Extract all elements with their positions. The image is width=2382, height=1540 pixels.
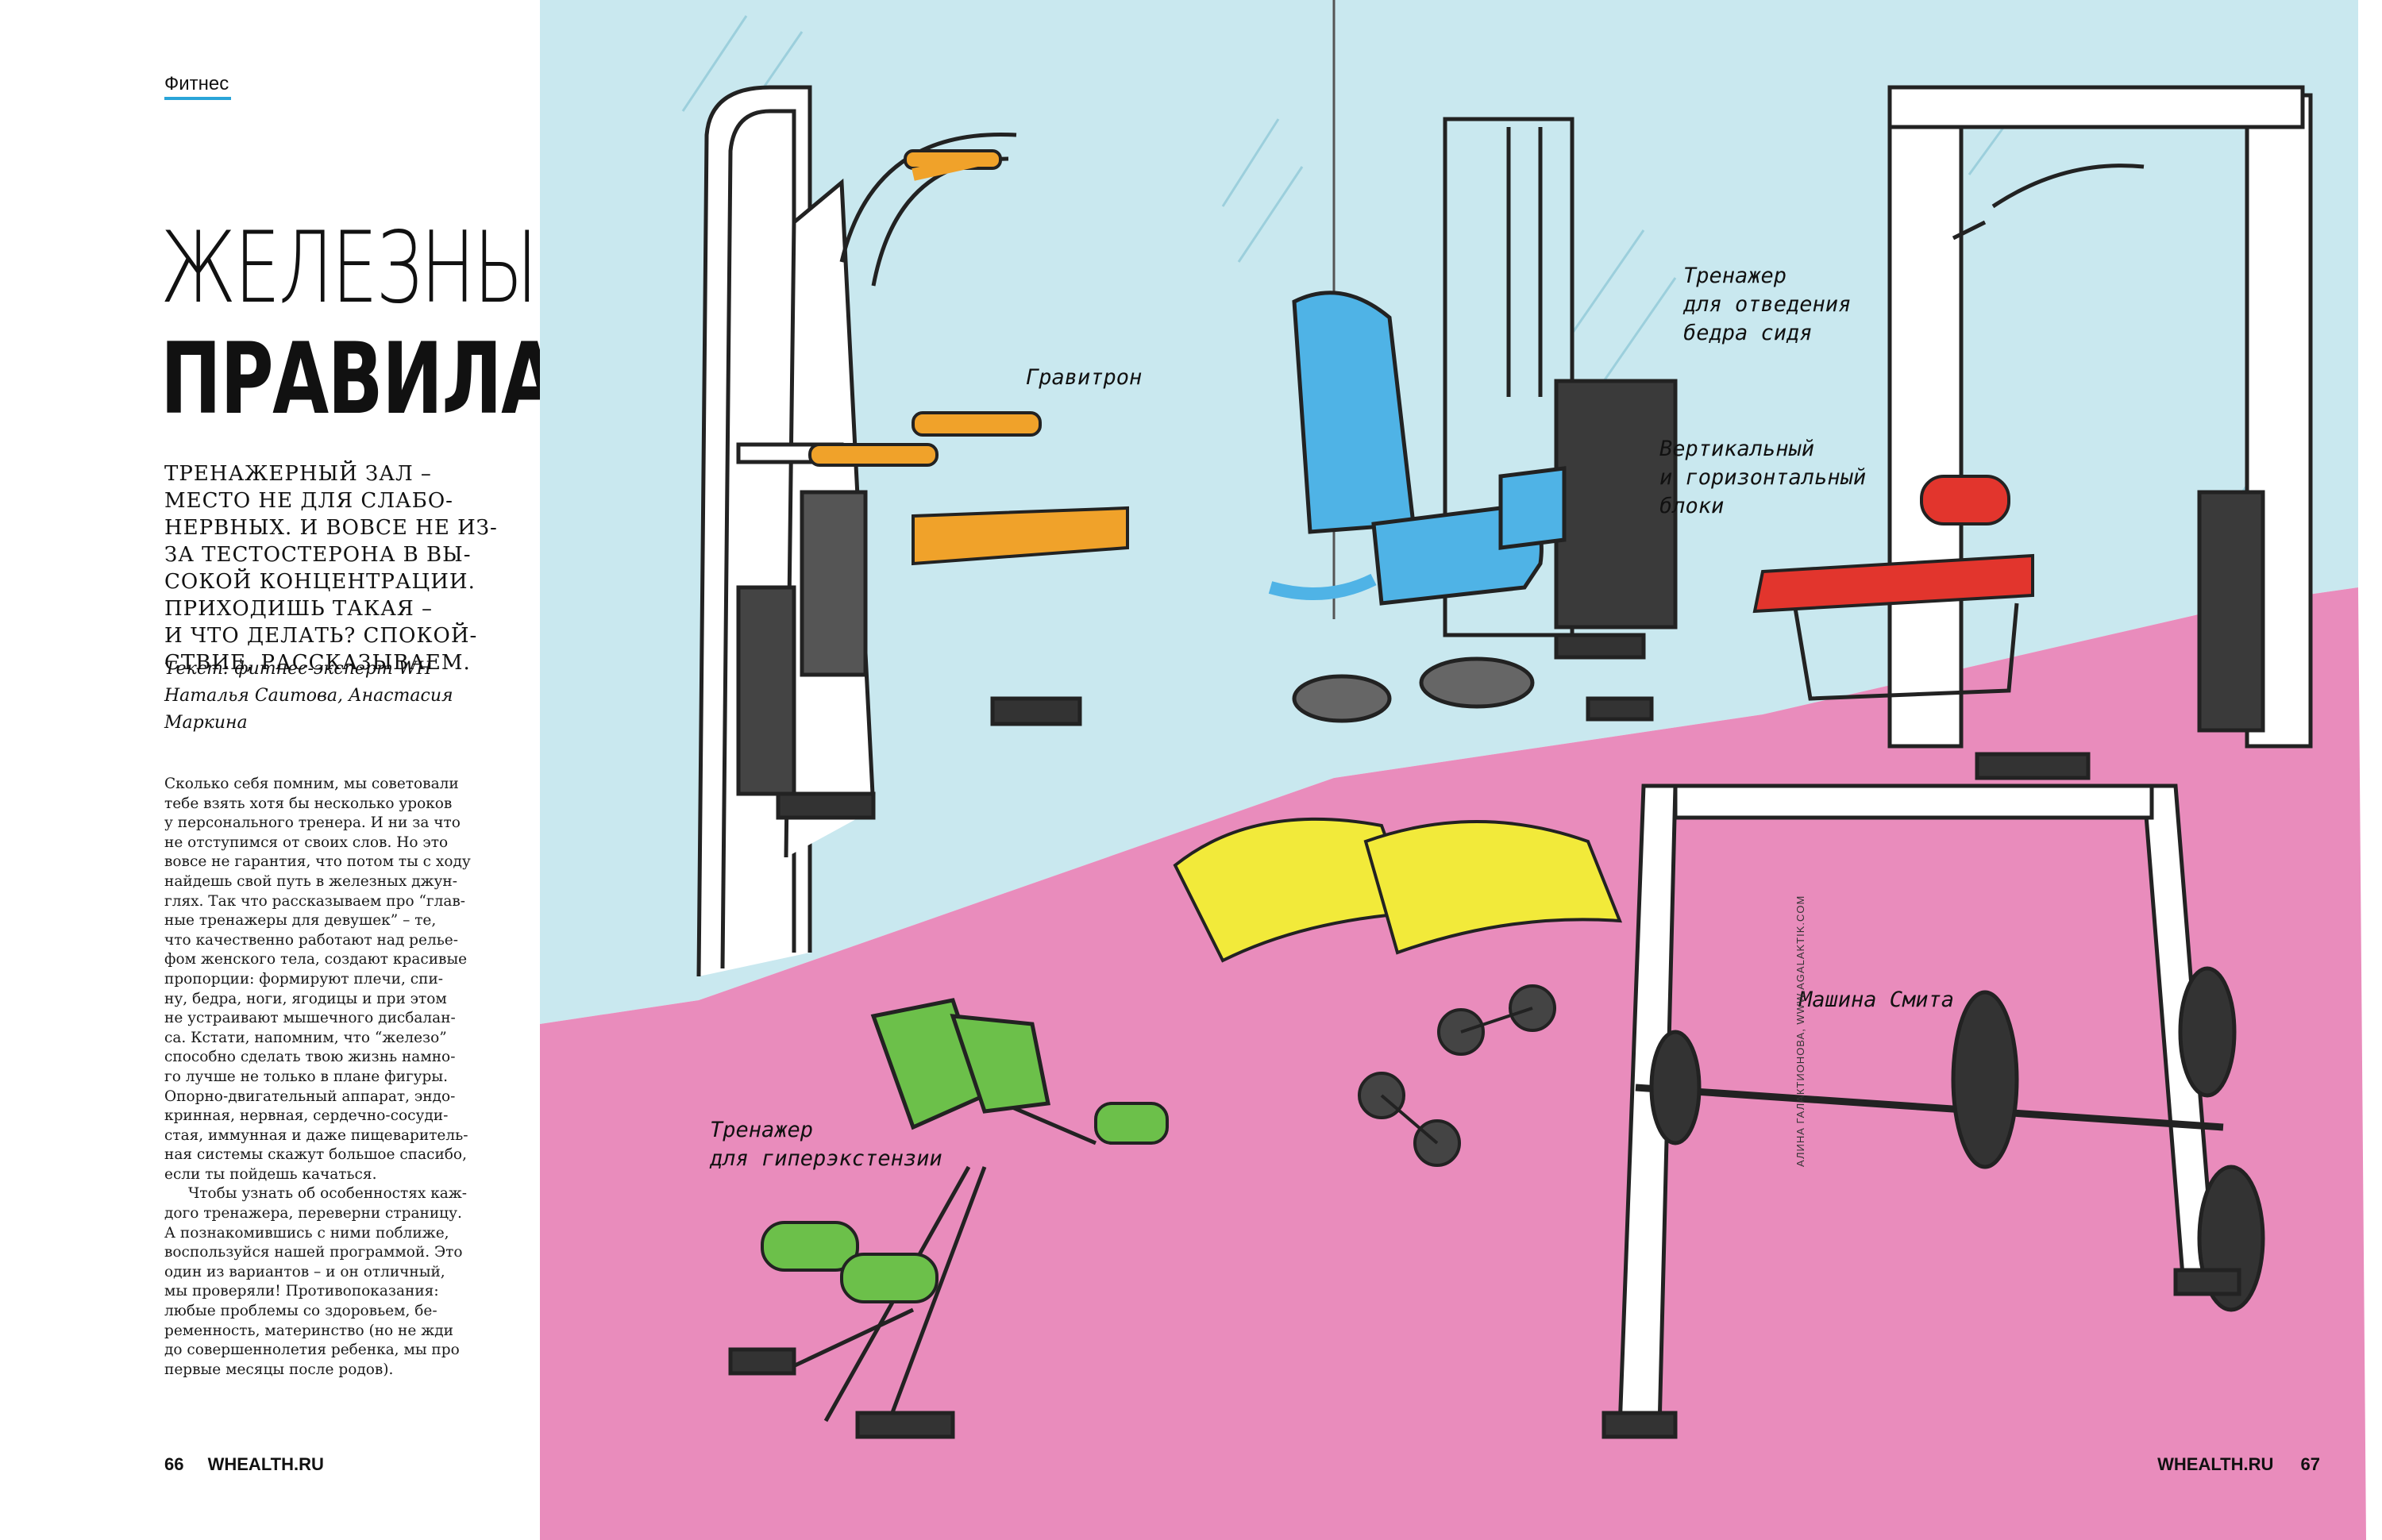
body-line: ременность, материнство (но не жди (164, 1322, 453, 1339)
section-tag: Фитнес (164, 73, 229, 94)
headline-line-2: ПРАВИЛА (160, 322, 557, 437)
label-cable-blocks: Вертикальный и горизонтальный блоки (1659, 435, 1866, 521)
body-line: Опорно-двигательный аппарат, эндо- (164, 1088, 456, 1105)
gravitron-top-grip (912, 152, 986, 181)
label-line: Тренажер (710, 1118, 814, 1142)
dumbbell (1358, 1072, 1461, 1167)
label-line: для отведения (1683, 292, 1852, 317)
lead-line: СТВИЕ, РАССКАЗЫВАЕМ. (164, 651, 471, 675)
folio-left: 66 WHEALTH.RU (164, 1454, 324, 1475)
lead-line: НЕРВНЫХ. И ВОВСЕ НЕ ИЗ- (164, 516, 498, 540)
lead-line: ЗА ТЕСТОСТЕРОНА В ВЫ- (164, 543, 472, 567)
cable-roller-pad (1920, 475, 2010, 526)
body-line: са. Кстати, напомним, что “железо” (164, 1029, 447, 1046)
yellow-band (1363, 820, 1623, 955)
credit-line: Наталья Саитова, Анастасия (164, 686, 453, 706)
body-line: кринная, нервная, сердечно-сосуди- (164, 1107, 449, 1125)
left-page: Фитнес ЖЕЛЕЗНЫЕ ПРАВИЛА ТРЕНАЖЕРНЫЙ ЗАЛ … (0, 0, 582, 1540)
folio-right: WHEALTH.RU 67 (2157, 1454, 2320, 1475)
hyper-ankle-roller (761, 1221, 859, 1272)
illustration-page: Гравитрон Тренажер для отведения бедра с… (540, 0, 2382, 1540)
floor (540, 587, 2366, 1540)
label-hip-abduction: Тренажер для отведения бедра сидя (1683, 262, 1851, 348)
body-line: найдешь свой путь в железных джун- (164, 872, 458, 890)
body-line: стая, иммунная и даже пищеваритель- (164, 1126, 468, 1144)
label-line: и горизонтальный (1659, 465, 1867, 490)
hyperextension-bench (728, 1093, 1097, 1439)
body-line: ные тренажеры для девушек” – те, (164, 912, 437, 930)
hyper-hip-pad (950, 1014, 1050, 1114)
body-line: Сколько себя помним, мы советовали (164, 776, 459, 792)
gym-illustration (540, 0, 2382, 1540)
credit-line: Маркина (164, 713, 248, 733)
label-line: Вертикальный (1659, 437, 1815, 461)
body-line: вовсе не гарантия, что потом ты с ходу (164, 853, 471, 871)
body-line: Чтобы узнать об особенностях каж- (188, 1185, 468, 1203)
hip-abduction-machine (1292, 117, 1678, 723)
body-line: глях. Так что рассказываем про “глав- (164, 892, 466, 910)
body-line: воспользуйся нашей программой. Это (164, 1244, 463, 1261)
page-number: 67 (2300, 1454, 2320, 1474)
hyper-ankle-roller (840, 1253, 939, 1303)
author-credit: Текст: фитнес-эксперт WH Наталья Саитова… (164, 656, 506, 737)
gravitron-handle-orange (912, 411, 1042, 437)
lead-line: МЕСТО НЕ ДЛЯ СЛАБО- (164, 489, 453, 513)
body-line: фом женского тела, создают красивые (164, 951, 468, 968)
dumbbell (1437, 984, 1556, 1056)
illustrator-credit: АЛИНА ГАЛАКТИОНОВА, WWW.AGALAKTIK.COM (1794, 895, 1806, 1167)
cable-blocks-machine (1792, 85, 2313, 780)
body-line: способно сделать твою жизнь намно- (164, 1049, 456, 1066)
body-text: Сколько себя помним, мы советовали тебе … (164, 775, 514, 1380)
body-line: пропорции: формируют плечи, спи- (164, 970, 444, 988)
label-line: Тренажер (1683, 264, 1787, 288)
body-line: А познакомившись с ними поближе, (164, 1224, 449, 1242)
headline-line-1: ЖЕЛЕЗНЫЕ (160, 211, 582, 325)
section-rule (164, 97, 231, 100)
lead-line: СОКОЙ КОНЦЕНТРАЦИИ. (164, 570, 476, 594)
cable-bench-pad (1752, 553, 2034, 614)
body-line: мы проверяли! Противопоказания: (164, 1283, 439, 1300)
body-line: дого тренажера, переверни страницу. (164, 1205, 462, 1222)
body-line: тебе взять хотя бы несколько уроков (164, 795, 453, 812)
abduction-back-pad (1292, 291, 1416, 534)
gravitron-handle-orange (808, 443, 939, 467)
body-line: до совершеннолетия ребенка, мы про (164, 1342, 460, 1359)
body-line: что качественно работают над релье- (164, 931, 458, 949)
page-number: 66 (164, 1454, 184, 1474)
label-smith-machine: Машина Смита (1799, 988, 1955, 1012)
lead-paragraph: ТРЕНАЖЕРНЫЙ ЗАЛ – МЕСТО НЕ ДЛЯ СЛАБО- НЕ… (164, 460, 514, 676)
credit-line: Текст: фитнес-эксперт WH (164, 659, 432, 679)
body-line: ну, бедра, ноги, ягодицы и при этом (164, 990, 447, 1007)
label-hyperextension: Тренажер для гиперэкстензии (710, 1116, 942, 1173)
label-gravitron: Гравитрон (1026, 365, 1143, 390)
body-line: ная системы скажут большое спасибо, (164, 1146, 467, 1164)
lead-line: И ЧТО ДЕЛАТЬ? СПОКОЙ- (164, 624, 478, 648)
lead-line: ТРЕНАЖЕРНЫЙ ЗАЛ – (164, 462, 432, 486)
body-line: первые месяцы после родов). (164, 1361, 394, 1378)
label-line: блоки (1659, 494, 1725, 518)
site-name: WHEALTH.RU (2157, 1454, 2274, 1474)
abduction-handle (1268, 573, 1377, 600)
body-line: любые проблемы со здоровьем, бе- (164, 1303, 437, 1320)
gravitron-machine (696, 85, 1082, 977)
body-line: один из вариантов – и он отличный, (164, 1263, 445, 1280)
lead-line: ПРИХОДИШЬ ТАКАЯ – (164, 597, 434, 621)
body-line: го лучше не только в плане фигуры. (164, 1068, 448, 1085)
site-name: WHEALTH.RU (207, 1454, 324, 1474)
body-line: у персонального тренера. И ни за что (164, 814, 461, 832)
gravitron-knee-pad (912, 506, 1129, 566)
body-line: если ты пойдешь качаться. (164, 1165, 377, 1183)
label-line: бедра сидя (1683, 321, 1813, 345)
smith-machine (1601, 783, 2265, 1439)
hyper-handle-pad (1094, 1102, 1169, 1145)
body-line: не устраивают мышечного дисбалан- (164, 1010, 456, 1027)
abduction-thigh-pad (1498, 466, 1567, 550)
label-line: для гиперэкстензии (710, 1146, 942, 1171)
body-line: не отступимся от своих слов. Но это (164, 834, 449, 851)
